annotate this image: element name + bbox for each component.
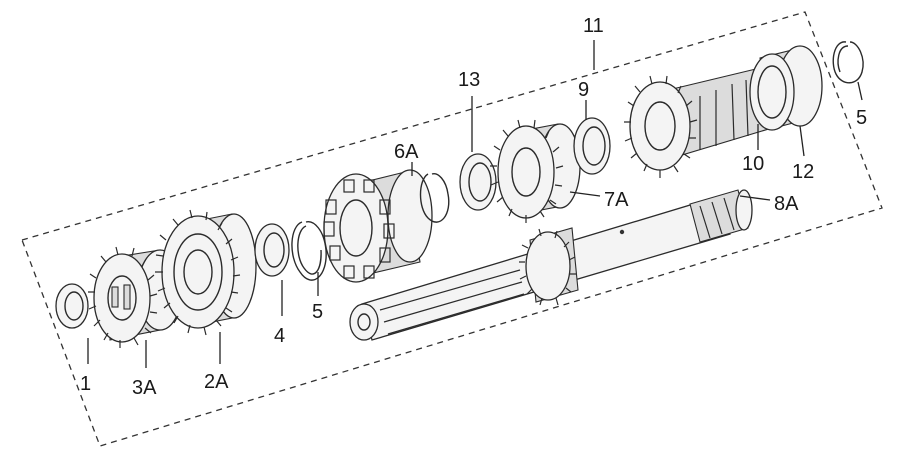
label-13: 13 <box>458 69 480 91</box>
gear-part-7a <box>490 119 581 223</box>
label-3a: 3A <box>132 377 157 399</box>
washer-part-9 <box>573 117 611 175</box>
leader-lines <box>87 40 863 368</box>
label-6a: 6A <box>394 141 419 163</box>
label-11: 11 <box>583 15 604 37</box>
snap-ring-part-5-left <box>291 221 327 281</box>
collar-part-6a <box>323 169 433 283</box>
label-2a: 2A <box>204 371 229 393</box>
label-9: 9 <box>578 79 589 101</box>
main-shaft-part-8a <box>349 189 753 341</box>
washer-part-1 <box>55 283 89 329</box>
part-labels: 1 3A 2A 4 5 6A 13 7A 11 9 10 12 5 8A <box>80 15 867 399</box>
label-5-left: 5 <box>312 301 323 323</box>
label-1: 1 <box>80 373 91 395</box>
label-12: 12 <box>792 161 814 183</box>
washer-part-4 <box>254 223 290 277</box>
assembly-boundary <box>21 11 883 447</box>
label-4: 4 <box>274 325 285 347</box>
gear-sleeve-part-10 <box>624 67 773 178</box>
ring-part-13 <box>459 153 497 211</box>
label-7a: 7A <box>604 189 629 211</box>
gear-part-2a <box>155 209 257 336</box>
snap-ring-middle <box>419 173 450 223</box>
label-10: 10 <box>742 153 764 175</box>
bearing-part-12 <box>749 45 823 131</box>
label-8a: 8A <box>774 193 799 215</box>
label-5-right: 5 <box>856 107 867 129</box>
snap-ring-part-5-right <box>832 41 864 84</box>
